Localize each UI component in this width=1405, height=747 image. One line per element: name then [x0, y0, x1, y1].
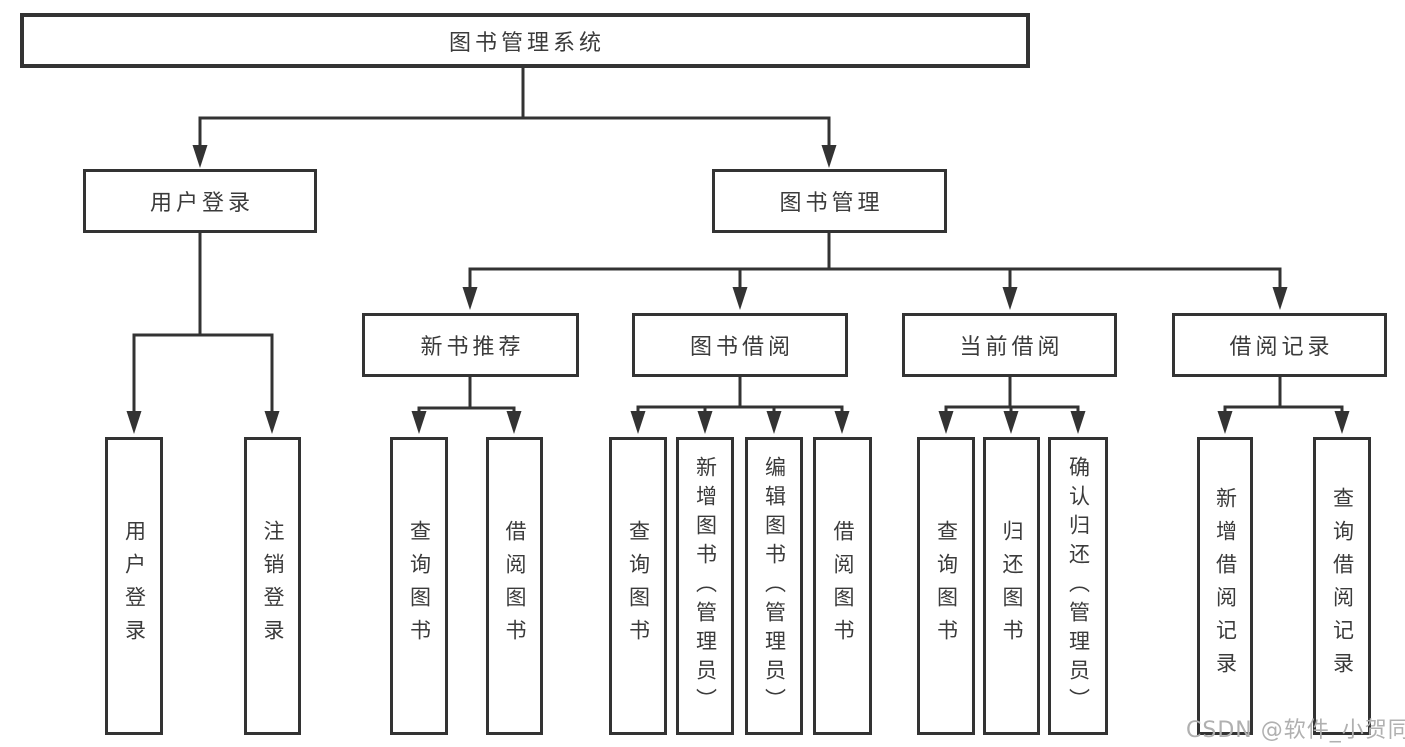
leaf-logout-node: 注销登录 [244, 437, 301, 735]
current-borrow-label: 当前借阅 [959, 335, 1064, 360]
arrowhead-icon [1070, 411, 1086, 434]
leaf-logout-label: 注销登录 [261, 520, 285, 652]
current-borrow-node: 当前借阅 [902, 313, 1117, 377]
arrowhead-icon [506, 411, 522, 434]
leaf-query-books-2-label: 查询图书 [626, 520, 651, 652]
arrowhead-icon [834, 411, 850, 434]
book-borrow-label: 图书借阅 [689, 335, 794, 360]
borrow-records-label: 借阅记录 [1229, 335, 1334, 360]
leaf-confirm-return-node: 确认归还（管理员） [1048, 437, 1108, 735]
book-mgmt-group-node: 图书管理 [712, 169, 947, 233]
user-login-group-label: 用户登录 [149, 191, 254, 216]
leaf-borrow-books-2-label: 借阅图书 [831, 520, 855, 652]
watermark-text: CSDN @软件_小贺同学 [1186, 718, 1405, 743]
arrowhead-icon [264, 411, 280, 434]
arrowhead-icon [630, 411, 646, 434]
arrowhead-icon [192, 145, 208, 168]
leaf-borrow-books-2-node: 借阅图书 [813, 437, 872, 735]
arrowhead-icon [1334, 411, 1350, 434]
leaf-query-books-3-label: 查询图书 [934, 520, 959, 652]
leaf-edit-books-node: 编辑图书（管理员） [745, 437, 803, 735]
leaf-query-borrow-record-label: 查询借阅记录 [1330, 487, 1355, 685]
book-mgmt-group-label: 图书管理 [779, 191, 884, 216]
leaf-confirm-return-label: 确认归还（管理员） [1066, 455, 1091, 717]
user-login-group-node: 用户登录 [83, 169, 317, 233]
arrowhead-icon [938, 411, 954, 434]
arrowhead-icon [126, 411, 142, 434]
arrowhead-icon [697, 411, 713, 434]
leaf-query-books-3-node: 查询图书 [917, 437, 975, 735]
leaf-add-books-label: 新增图书（管理员） [693, 455, 718, 717]
root-label: 图书管理系统 [448, 30, 605, 56]
arrowhead-icon [462, 287, 478, 310]
leaf-query-borrow-record-node: 查询借阅记录 [1313, 437, 1371, 735]
arrowhead-icon [1217, 411, 1233, 434]
arrowhead-icon [1003, 411, 1019, 434]
leaf-return-books-node: 归还图书 [983, 437, 1040, 735]
book-borrow-node: 图书借阅 [632, 313, 848, 377]
arrowhead-icon [732, 287, 748, 310]
leaf-edit-books-label: 编辑图书（管理员） [762, 455, 787, 717]
leaf-query-books-1-node: 查询图书 [390, 437, 448, 735]
new-book-rec-node: 新书推荐 [362, 313, 579, 377]
leaf-borrow-books-1-node: 借阅图书 [486, 437, 543, 735]
new-book-rec-label: 新书推荐 [420, 335, 525, 360]
root-node: 图书管理系统 [20, 13, 1030, 68]
leaf-query-books-2-node: 查询图书 [609, 437, 667, 735]
arrowhead-icon [821, 145, 837, 168]
arrowhead-icon [411, 411, 427, 434]
leaf-add-books-node: 新增图书（管理员） [676, 437, 734, 735]
leaf-borrow-books-1-label: 借阅图书 [503, 520, 527, 652]
arrowhead-icon [766, 411, 782, 434]
leaf-query-books-1-label: 查询图书 [407, 520, 432, 652]
leaf-add-borrow-record-label: 新增借阅记录 [1213, 487, 1238, 685]
leaf-add-borrow-record-node: 新增借阅记录 [1197, 437, 1253, 735]
arrowhead-icon [1002, 287, 1018, 310]
arrowhead-icon [1272, 287, 1288, 310]
borrow-records-node: 借阅记录 [1172, 313, 1387, 377]
leaf-return-books-label: 归还图书 [1000, 520, 1024, 652]
leaf-user-login-node: 用户登录 [105, 437, 163, 735]
leaf-user-login-label: 用户登录 [122, 520, 147, 652]
